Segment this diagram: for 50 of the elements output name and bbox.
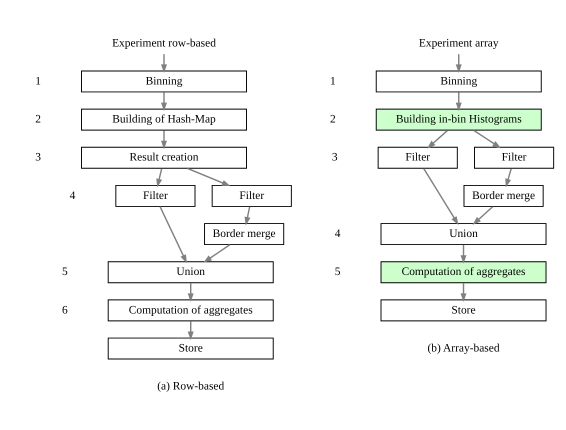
label: 1 xyxy=(35,75,41,88)
arrow xyxy=(423,168,459,225)
arrow xyxy=(427,130,448,149)
node-text: Experiment row-based xyxy=(112,37,216,50)
arrow xyxy=(505,168,512,188)
arrow xyxy=(188,283,194,302)
arrow xyxy=(188,321,194,340)
label: 5 xyxy=(62,266,68,278)
node-box: Filter xyxy=(115,184,196,207)
node-box: Building of Hash-Map xyxy=(81,108,247,131)
node-box: Binning xyxy=(376,70,542,92)
label: 4 xyxy=(70,190,76,202)
arrow xyxy=(161,130,168,150)
label: 6 xyxy=(62,304,68,316)
arrow xyxy=(161,54,168,74)
node-box: Filter xyxy=(212,184,292,207)
node-box: Border merge xyxy=(464,184,544,207)
node-box: Union xyxy=(380,223,546,246)
arrow xyxy=(456,54,462,74)
label: (b) Array-based xyxy=(427,342,500,354)
label: 3 xyxy=(35,152,41,164)
node-box: Result creation xyxy=(81,146,247,169)
label: 4 xyxy=(334,228,340,240)
arrow xyxy=(159,206,187,264)
arrow xyxy=(203,244,230,263)
label: 2 xyxy=(330,114,336,126)
node-box: Computation of aggregates xyxy=(108,299,274,322)
node-box: Filter xyxy=(474,146,554,169)
arrow xyxy=(472,206,494,225)
arrow xyxy=(460,283,467,302)
node-box: Binning xyxy=(81,70,247,92)
arrow xyxy=(156,168,162,188)
node-box: Building in-bin Histograms xyxy=(376,108,542,131)
node-box: Store xyxy=(108,338,274,360)
label: 1 xyxy=(330,75,336,88)
arrow xyxy=(456,92,462,112)
arrow xyxy=(473,130,501,148)
node-box: Computation of aggregates xyxy=(380,261,546,284)
arrow xyxy=(161,92,168,112)
label: 5 xyxy=(334,266,340,278)
label: (a) Row-based xyxy=(157,380,224,393)
node-text: Experiment array xyxy=(418,37,499,50)
label: 3 xyxy=(332,152,338,164)
node-box: Store xyxy=(380,299,546,322)
node-box: Border merge xyxy=(204,223,284,246)
arrow xyxy=(460,244,467,264)
label: 2 xyxy=(35,114,41,126)
node-box: Filter xyxy=(378,146,458,169)
node-box: Union xyxy=(108,261,274,284)
arrow xyxy=(244,206,250,226)
